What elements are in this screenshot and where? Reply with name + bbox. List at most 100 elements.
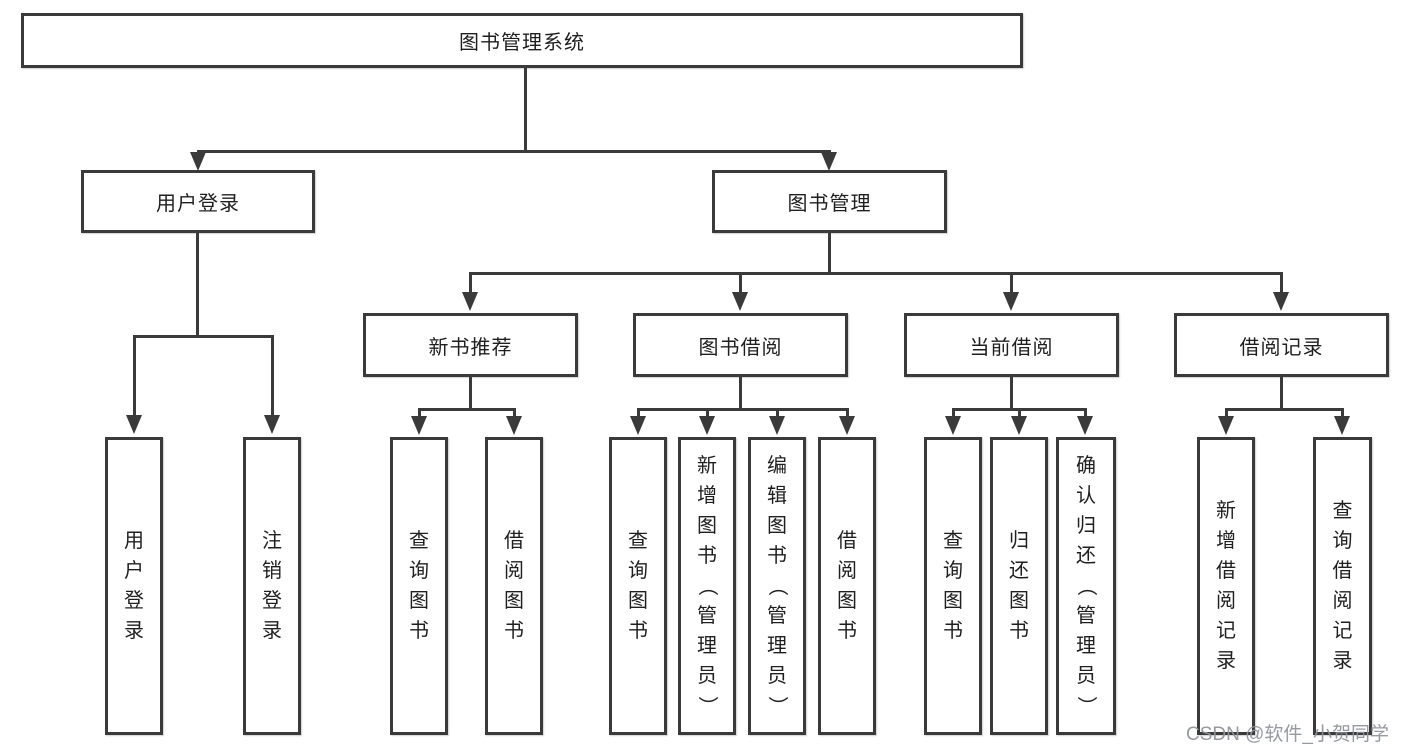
leaf-confirm-return-admin: 确认归还（管理员） xyxy=(1056,437,1116,735)
leaf-query-borrow-record: 查询借阅记录 xyxy=(1313,437,1372,735)
leaf-label: 新增借阅记录 xyxy=(1200,496,1252,676)
arrowhead-down-icon xyxy=(411,416,427,435)
leaf-label-char: 登 xyxy=(124,590,144,612)
connector-arrow-stub xyxy=(418,408,421,419)
leaf-label-char: 阅 xyxy=(837,560,857,582)
leaf-label: 查询图书 xyxy=(393,526,445,646)
leaf-label-char: 录 xyxy=(1216,650,1236,672)
leaf-label-char: 新 xyxy=(1216,500,1236,522)
connector-vertical-line xyxy=(828,233,831,274)
connector-arrow-stub xyxy=(1225,408,1228,419)
leaf-query-books-1: 查询图书 xyxy=(390,437,448,735)
leaf-label-char: 借 xyxy=(1332,560,1353,582)
arrowhead-down-icon xyxy=(1334,416,1350,435)
leaf-label-char: 记 xyxy=(1216,620,1236,642)
leaf-label-char: 询 xyxy=(409,560,429,582)
leaf-label: 借阅图书 xyxy=(821,526,873,646)
leaf-label-char: 还 xyxy=(1009,560,1029,582)
connector-arrow-stub xyxy=(1280,272,1283,295)
leaf-label-char: 阅 xyxy=(1332,590,1353,612)
arrowhead-down-icon xyxy=(769,416,785,435)
leaf-label-char: 录 xyxy=(124,620,144,642)
connector-arrow-stub xyxy=(1084,408,1087,419)
arrowhead-down-icon xyxy=(945,416,961,435)
leaf-label-char: 增 xyxy=(697,485,717,507)
leaf-add-book-admin: 新增图书（管理员） xyxy=(678,437,736,735)
connector-vertical-line xyxy=(739,377,742,410)
csdn-watermark: CSDN @软件_小贺同学 xyxy=(1186,724,1389,745)
leaf-label-char: 借 xyxy=(504,530,524,552)
leaf-label-char: 还 xyxy=(1076,545,1096,567)
leaf-logout: 注销登录 xyxy=(243,437,301,735)
leaf-label-char: 编 xyxy=(767,455,787,477)
leaf-label: 借阅图书 xyxy=(488,526,540,646)
leaf-return-books: 归还图书 xyxy=(990,437,1048,735)
leaf-label: 查询图书 xyxy=(927,526,979,646)
leaf-label-char: 录 xyxy=(1332,650,1353,672)
arrowhead-down-icon xyxy=(630,416,646,435)
leaf-label-char: （ xyxy=(766,576,788,596)
leaf-label-char: （ xyxy=(1075,576,1097,596)
leaf-edit-book-admin: 编辑图书（管理员） xyxy=(748,437,806,735)
connector-arrow-stub xyxy=(776,408,779,419)
leaf-label-char: 管 xyxy=(767,605,787,627)
node-book-management: 图书管理 xyxy=(712,170,947,233)
leaf-label-char: 书 xyxy=(767,545,787,567)
leaf-label-char: 图 xyxy=(504,590,524,612)
leaf-label-char: 图 xyxy=(767,515,787,537)
connector-horizontal-rail xyxy=(1225,408,1343,411)
connector-horizontal-rail xyxy=(469,272,1283,275)
leaf-label-char: 认 xyxy=(1076,485,1096,507)
leaf-borrow-books-1: 借阅图书 xyxy=(485,437,543,735)
connector-vertical-line xyxy=(1010,377,1013,410)
node-borrowing-records: 借阅记录 xyxy=(1174,313,1389,377)
arrowhead-down-icon xyxy=(821,152,837,171)
leaf-label-char: 销 xyxy=(262,560,282,582)
leaf-label-char: 阅 xyxy=(1216,590,1236,612)
node-user-login: 用户登录 xyxy=(81,170,315,233)
connector-arrow-stub xyxy=(1018,408,1021,419)
leaf-label: 归还图书 xyxy=(993,526,1045,646)
arrowhead-down-icon xyxy=(264,415,280,434)
arrowhead-down-icon xyxy=(1218,416,1234,435)
connector-arrow-stub xyxy=(846,408,849,419)
arrowhead-down-icon xyxy=(126,415,142,434)
connector-arrow-stub xyxy=(952,408,955,419)
arrowhead-down-icon xyxy=(1273,292,1289,311)
leaf-label-char: 书 xyxy=(697,545,717,567)
leaf-label-char: 辑 xyxy=(767,485,787,507)
leaf-label-char: 书 xyxy=(409,620,429,642)
leaf-label-char: 查 xyxy=(628,530,648,552)
connector-horizontal-rail xyxy=(637,408,848,411)
leaf-label-char: 用 xyxy=(124,530,144,552)
connector-arrow-stub xyxy=(739,272,742,295)
leaf-label-char: 理 xyxy=(697,635,717,657)
leaf-label-char: 确 xyxy=(1076,455,1096,477)
connector-arrow-stub xyxy=(637,408,640,419)
connector-arrow-stub xyxy=(1341,408,1344,419)
leaf-label-char: 增 xyxy=(1216,530,1236,552)
leaf-label: 编辑图书（管理员） xyxy=(751,451,803,721)
leaf-label-char: 书 xyxy=(628,620,648,642)
leaf-label-char: ） xyxy=(696,696,718,716)
leaf-label-char: 书 xyxy=(837,620,857,642)
leaf-label-char: 归 xyxy=(1076,515,1096,537)
arrowhead-down-icon xyxy=(1077,416,1093,435)
leaf-label-char: 询 xyxy=(943,560,963,582)
node-library-management-system: 图书管理系统 xyxy=(21,13,1023,68)
leaf-label-char: 书 xyxy=(504,620,524,642)
leaf-label-char: 图 xyxy=(628,590,648,612)
connector-arrow-stub xyxy=(706,408,709,419)
leaf-add-borrow-record: 新增借阅记录 xyxy=(1197,437,1255,735)
leaf-label-char: 借 xyxy=(837,530,857,552)
arrowhead-down-icon xyxy=(839,416,855,435)
leaf-label-char: 书 xyxy=(1009,620,1029,642)
connector-arrow-stub xyxy=(271,335,274,418)
connector-horizontal-rail xyxy=(418,408,515,411)
arrowhead-down-icon xyxy=(506,416,522,435)
arrowhead-down-icon xyxy=(1011,416,1027,435)
node-current-borrowing: 当前借阅 xyxy=(904,313,1119,377)
arrowhead-down-icon xyxy=(732,292,748,311)
leaf-label-char: 管 xyxy=(697,605,717,627)
